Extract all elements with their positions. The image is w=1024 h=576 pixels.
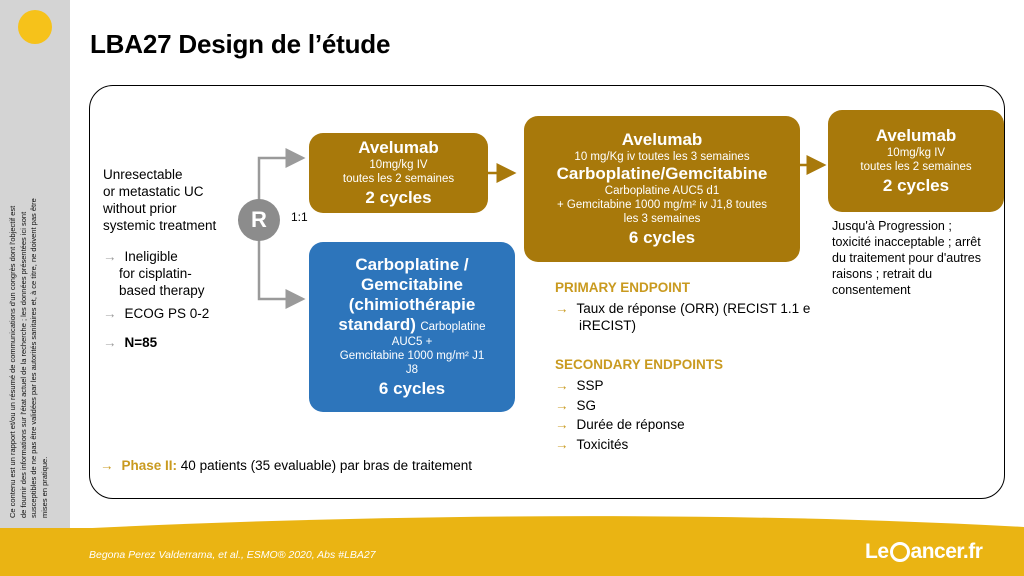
until-line: du traitement pour d'autres xyxy=(832,251,981,265)
combo-gem: + Gemcitabine 1000 mg/m² iv J1,8 toutes xyxy=(557,199,767,211)
arm-a-dose: 10mg/kg IV xyxy=(369,159,428,171)
list-item: → SG xyxy=(555,396,685,416)
arm-b-detail: AUC5 + xyxy=(391,336,433,348)
citation: Begona Perez Valderrama, et al., ESMO® 2… xyxy=(89,549,376,561)
arrow-right-icon: → xyxy=(555,378,569,393)
population-line: without prior xyxy=(103,201,177,216)
arm-b-title: (chimiothérapie xyxy=(348,295,476,314)
secondary-endpoint: SSP xyxy=(576,378,604,393)
primary-endpoint-heading: PRIMARY ENDPOINT xyxy=(555,280,691,295)
maintenance-cycles: 2 cycles xyxy=(882,176,950,195)
combo-title-2: Carboplatine/Gemcitabine xyxy=(556,164,768,183)
logo-c-icon xyxy=(889,542,910,562)
combo-cycles: 6 cycles xyxy=(628,228,696,247)
arm-b-title: Gemcitabine xyxy=(360,275,464,294)
logo-text-left: Le xyxy=(865,540,889,563)
maintenance-schedule: toutes les 2 semaines xyxy=(860,161,972,173)
arm-b-chemo-box: Carboplatine / Gemcitabine (chimiothérap… xyxy=(309,242,515,412)
arrow-right-icon: → xyxy=(100,458,114,473)
phase-label: Phase II: xyxy=(121,458,178,473)
lecancer-logo[interactable]: Le ancer.fr xyxy=(865,540,983,564)
sample-size: → N=85 xyxy=(103,334,157,351)
combo-dose: 10 mg/Kg iv toutes les 3 semaines xyxy=(574,151,750,163)
phase-note: → Phase II: 40 patients (35 evaluable) pa… xyxy=(100,458,472,473)
footer-band xyxy=(0,528,1024,576)
ineligible-line: Ineligible xyxy=(124,249,178,264)
left-sidebar: Ce contenu est un rapport et/ou un résum… xyxy=(0,0,70,576)
randomization-badge: R xyxy=(238,199,280,241)
population-line: systemic treatment xyxy=(103,218,217,233)
arrow-right-icon: → xyxy=(103,306,117,321)
yellow-dot-icon xyxy=(18,10,52,44)
secondary-endpoints-list: → SSP → SG → Durée de réponse → Toxicités xyxy=(555,376,685,454)
population-line: or metastatic UC xyxy=(103,184,204,199)
arm-b-title: Carboplatine / xyxy=(355,255,469,274)
split-line-lower xyxy=(257,220,306,309)
arm-a-cycles: 2 cycles xyxy=(365,188,432,207)
ecog-text: ECOG PS 0-2 xyxy=(124,306,210,321)
arm-b-title: standard) xyxy=(338,315,416,334)
until-line: Jusqu'à Progression ; xyxy=(832,219,952,233)
primary-endpoint-text: iRECIST) xyxy=(579,318,636,333)
until-line: consentement xyxy=(832,283,911,297)
population-criteria: Unresectable or metastatic UC without pr… xyxy=(103,166,216,234)
secondary-endpoint: Durée de réponse xyxy=(576,417,685,432)
maintenance-title: Avelumab xyxy=(875,126,957,145)
arm-b-detail: J8 xyxy=(405,364,419,376)
arrow-right-icon: → xyxy=(103,335,117,350)
primary-endpoint: → Taux de réponse (ORR) (RECIST 1.1 e iRE… xyxy=(555,300,810,334)
arrow-right-icon: → xyxy=(555,301,569,316)
study-design-frame xyxy=(89,85,1005,499)
arrow-right-icon: → xyxy=(555,436,569,452)
list-item: → SSP xyxy=(555,376,685,396)
list-item: → Durée de réponse xyxy=(555,415,685,435)
secondary-endpoint: Toxicités xyxy=(576,436,629,452)
until-line: toxicité inacceptable ; arrêt xyxy=(832,235,981,249)
arrow-right-icon: → xyxy=(555,397,569,413)
secondary-endpoint: SG xyxy=(576,397,597,413)
arrow-right-icon: → xyxy=(103,249,117,264)
arm-a-avelumab-box: Avelumab 10mg/kg IV toutes les 2 semaine… xyxy=(309,133,488,213)
ineligible-line: based therapy xyxy=(119,283,205,298)
arm-a-title: Avelumab xyxy=(358,138,439,157)
slide-title: LBA27 Design de l’étude xyxy=(90,29,391,59)
arm-a-schedule: toutes les 2 semaines xyxy=(342,173,455,185)
arm-b-detail: Gemcitabine 1000 mg/m² J1 xyxy=(339,350,485,362)
maintenance-dose: 10mg/kg IV xyxy=(886,147,946,159)
combo-carbo: Carboplatine AUC5 d1 xyxy=(604,185,720,197)
ineligible-criteria: → Ineligible for cisplatin- based therapy xyxy=(103,248,205,299)
maintenance-until: Jusqu'à Progression ; toxicité inaccepta… xyxy=(832,218,981,298)
combo-gem: les 3 semaines xyxy=(623,213,701,225)
ineligible-line: for cisplatin- xyxy=(119,266,192,281)
arrow-right-icon: → xyxy=(555,417,569,432)
arm-b-cycles: 6 cycles xyxy=(378,379,446,398)
arm-b-detail: Carboplatine xyxy=(420,321,486,333)
maintenance-box: Avelumab 10mg/kg IV toutes les 2 semaine… xyxy=(828,110,1004,212)
combo-title: Avelumab xyxy=(621,130,703,149)
logo-text-right: ancer.fr xyxy=(910,540,983,563)
population-line: Unresectable xyxy=(103,167,183,182)
secondary-endpoints-heading: SECONDARY ENDPOINTS xyxy=(555,357,724,372)
sample-size-text: N=85 xyxy=(124,335,158,350)
ecog-criteria: → ECOG PS 0-2 xyxy=(103,305,209,322)
list-item: → Toxicités xyxy=(555,435,685,455)
until-line: raisons ; retrait du xyxy=(832,267,933,281)
phase-text: 40 patients (35 evaluable) par bras de t… xyxy=(180,458,472,473)
primary-endpoint-text: Taux de réponse (ORR) (RECIST 1.1 e xyxy=(576,301,811,316)
randomization-ratio: 1:1 xyxy=(291,210,308,224)
combination-box: Avelumab 10 mg/Kg iv toutes les 3 semain… xyxy=(524,116,800,262)
